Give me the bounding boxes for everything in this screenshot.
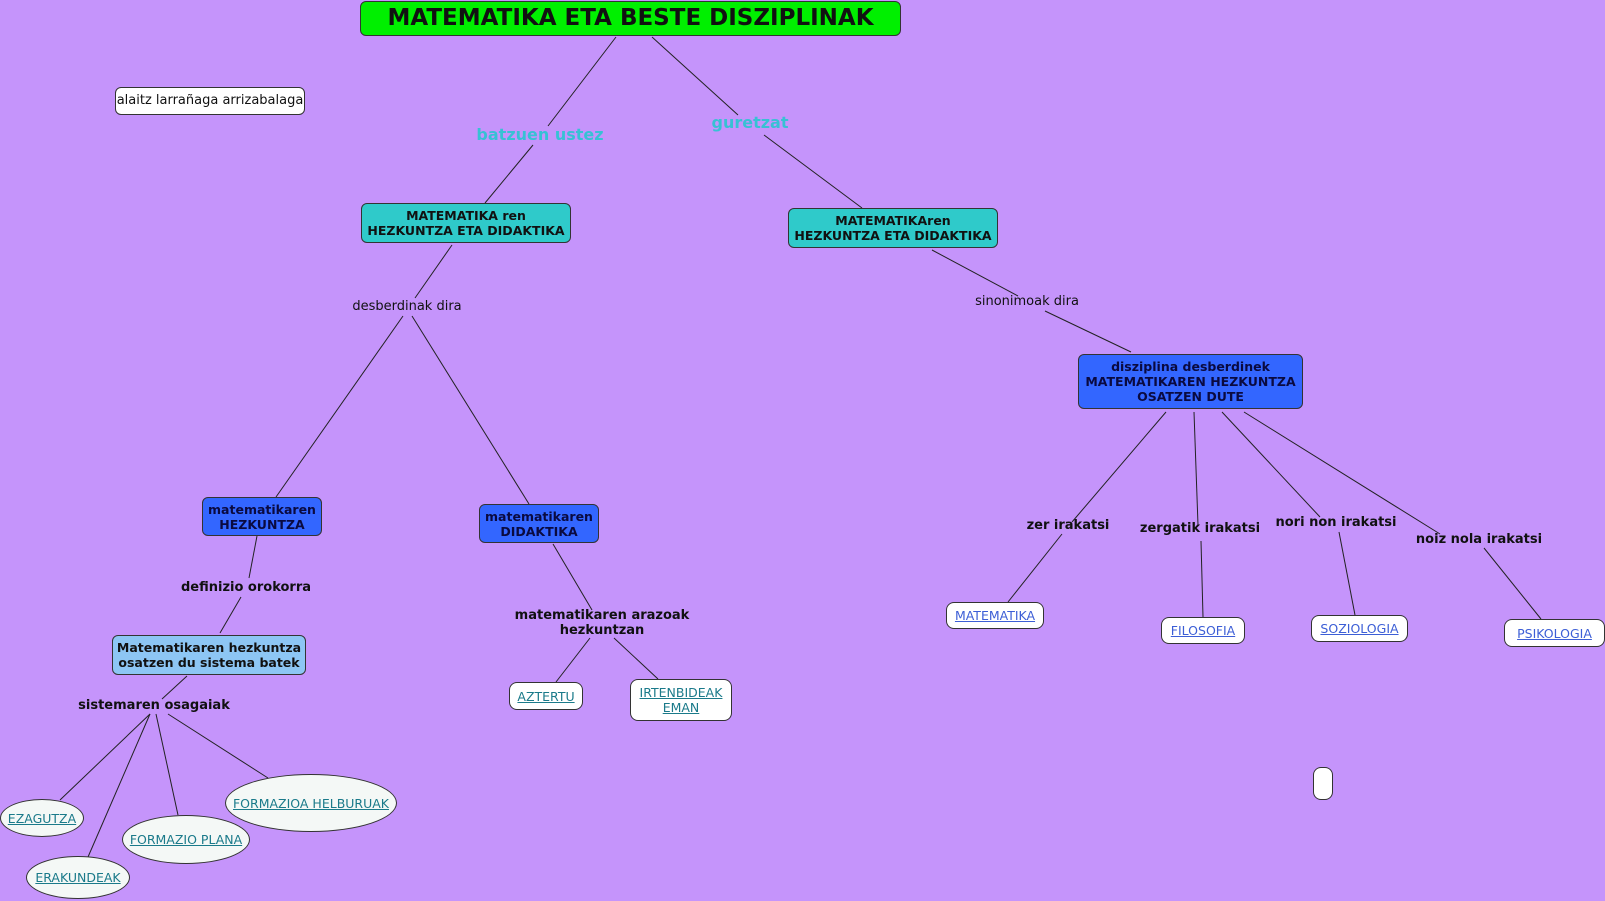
link-nori-non-irakatsi: nori non irakatsi [1275, 515, 1397, 530]
link-zer-irakatsi: zer irakatsi [1026, 518, 1110, 533]
concept-disziplina: disziplina desberdinek MATEMATIKAREN HEZ… [1078, 354, 1303, 409]
author-label: alaitz larrañaga arrizabalaga [115, 87, 305, 115]
link-osagaiak: sistemaren osagaiak [78, 698, 230, 713]
leaf-soziologia[interactable]: SOZIOLOGIA [1311, 615, 1408, 642]
map-title: MATEMATIKA ETA BESTE DISZIPLINAK [360, 1, 901, 36]
concept-didaktika: matematikaren DIDAKTIKA [479, 504, 599, 543]
concept-sistema: Matematikaren hezkuntza osatzen du siste… [112, 635, 306, 675]
leaf-erakundeak[interactable]: ERAKUNDEAK [26, 856, 130, 899]
link-batzuen-ustez: batzuen ustez [476, 125, 604, 144]
leaf-psikologia[interactable]: PSIKOLOGIA [1504, 619, 1605, 647]
link-noiz-nola-irakatsi: noiz nola irakatsi [1415, 532, 1543, 547]
leaf-ezagutza[interactable]: EZAGUTZA [0, 799, 84, 837]
leaf-filosofia[interactable]: FILOSOFIA [1161, 617, 1245, 644]
link-guretzat: guretzat [711, 113, 789, 132]
concept-right-top: MATEMATIKAren HEZKUNTZA ETA DIDAKTIKA [788, 208, 998, 248]
concept-hezkuntza: matematikaren HEZKUNTZA [202, 497, 322, 536]
empty-node [1313, 767, 1333, 800]
leaf-aztertu[interactable]: AZTERTU [509, 682, 583, 710]
link-sinonimoak: sinonimoak dira [975, 294, 1079, 309]
link-zergatik-irakatsi: zergatik irakatsi [1139, 521, 1261, 536]
link-definizio: definizio orokorra [180, 580, 312, 595]
concept-left-top: MATEMATIKA ren HEZKUNTZA ETA DIDAKTIKA [361, 203, 571, 243]
leaf-matematika[interactable]: MATEMATIKA [946, 602, 1044, 629]
link-desberdinak: desberdinak dira [352, 299, 462, 314]
leaf-formazio-plana[interactable]: FORMAZIO PLANA [122, 815, 250, 864]
leaf-formazioa-helburuak[interactable]: FORMAZIOA HELBURUAK [225, 774, 397, 832]
link-arazoak: matematikaren arazoak hezkuntzan [514, 608, 690, 638]
leaf-irtenbideak[interactable]: IRTENBIDEAK EMAN [630, 679, 732, 721]
